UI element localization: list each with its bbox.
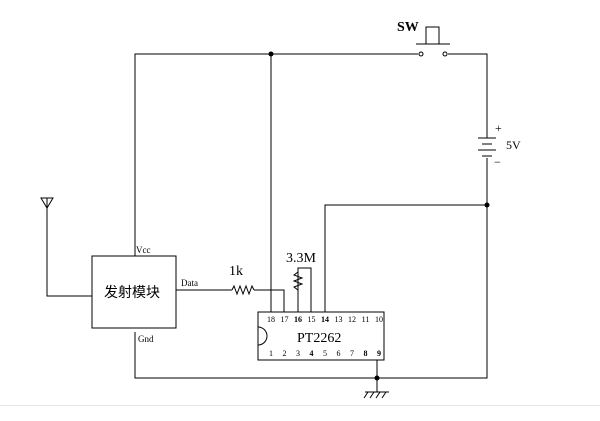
chip-pin-bottom-7: 7 [350, 349, 354, 358]
wire-antenna [46, 206, 92, 297]
chip-body [257, 311, 385, 361]
wire-resistor-to-pin17 [254, 289, 285, 312]
wire-switch-to-battery [448, 53, 488, 138]
resistor-33m-label: 3.3M [286, 251, 317, 266]
battery-minus-sign: − [494, 155, 501, 169]
switch-button [425, 26, 440, 45]
switch-contact-right [442, 51, 448, 57]
chip-pin-bottom-8: 8 [364, 349, 368, 358]
wire-33m-to-pin15 [297, 267, 312, 312]
chip-pin-top-14: 14 [321, 315, 329, 324]
chip-pin-top-10: 10 [375, 315, 383, 324]
module-vcc-label: Vcc [136, 245, 151, 255]
junction-ground [374, 375, 380, 381]
chip-pin-bottom-1: 1 [269, 349, 273, 358]
resistor-1k-label: 1k [229, 264, 243, 279]
switch-contact-left [418, 51, 424, 57]
resistor-1k: 1k [229, 264, 255, 296]
chip-pin-bottom-6: 6 [337, 349, 341, 358]
junction-nodes [268, 51, 490, 381]
battery-voltage-label: 5V [506, 138, 521, 152]
chip-pin-top-13: 13 [335, 315, 343, 324]
wires [46, 53, 488, 392]
bottom-divider [0, 405, 600, 406]
chip-pin-bottom-4: 4 [310, 349, 314, 358]
chip-pin-bottom-9: 9 [377, 349, 381, 358]
chip-notch [257, 326, 268, 346]
push-switch: SW [397, 20, 450, 57]
module-name: 发射模块 [104, 285, 160, 301]
chip-pins-top: 18 17 16 15 14 13 12 11 10 [267, 315, 383, 324]
switch-label: SW [397, 20, 419, 35]
battery-plus-sign: + [495, 121, 502, 135]
ground-icon [363, 391, 389, 399]
junction-top-rail [268, 51, 274, 57]
chip-pin-top-15: 15 [308, 315, 316, 324]
chip-pin-bottom-5: 5 [323, 349, 327, 358]
module-gnd-label: Gnd [138, 334, 154, 344]
chip-name: PT2262 [297, 331, 341, 346]
resistor-3-3m: 3.3M [286, 251, 317, 291]
wire-rail-to-pin14 [324, 204, 487, 312]
module-data-label: Data [181, 278, 198, 288]
wire-vcc-top-rail [134, 53, 418, 256]
transmitter-module: 发射模块 Vcc Gnd Data [91, 245, 198, 344]
chip-pin-top-11: 11 [362, 315, 370, 324]
resistor-1k-zigzag [231, 284, 255, 296]
wire-battery-to-ground [134, 158, 488, 379]
chip-pin-top-16: 16 [294, 315, 302, 324]
chip-pin-bottom-3: 3 [296, 349, 300, 358]
resistor-33m-zigzag [292, 271, 304, 291]
module-box [91, 255, 177, 329]
chip-pin-top-17: 17 [281, 315, 289, 324]
junction-battery-branch [484, 202, 490, 208]
battery: + − 5V [478, 121, 521, 169]
chip-pin-top-12: 12 [348, 315, 356, 324]
antenna-icon [40, 197, 54, 209]
chip-pin-bottom-2: 2 [283, 349, 287, 358]
chip-pin-top-18: 18 [267, 315, 275, 324]
